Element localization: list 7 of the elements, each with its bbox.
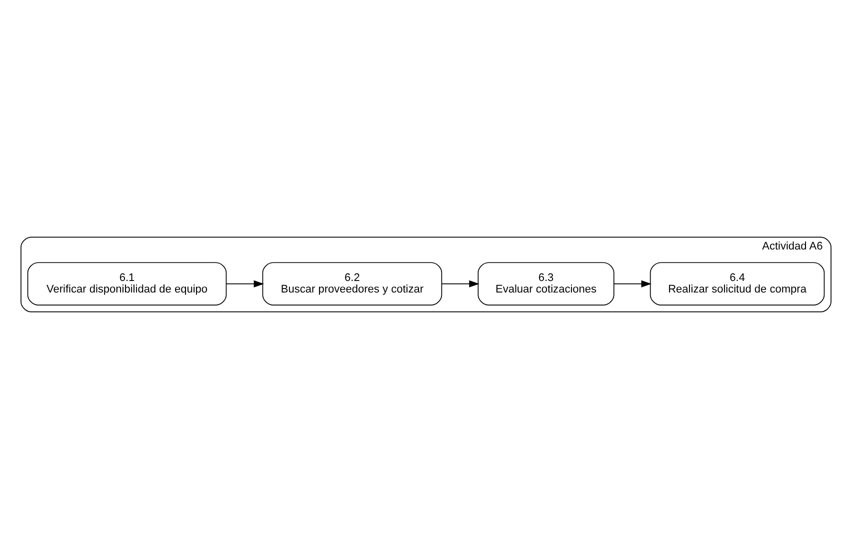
node-box: 6.2 Buscar proveedores y cotizar: [262, 262, 442, 305]
node-box: 6.3 Evaluar cotizaciones: [478, 262, 614, 305]
arrow: [226, 280, 264, 287]
arrow: [614, 280, 652, 287]
node-box: 6.1 Verificar disponibilidad de equipo: [27, 262, 227, 305]
node-box: 6.4 Realizar solicitud de compra: [650, 262, 825, 305]
arrow: [441, 280, 480, 287]
